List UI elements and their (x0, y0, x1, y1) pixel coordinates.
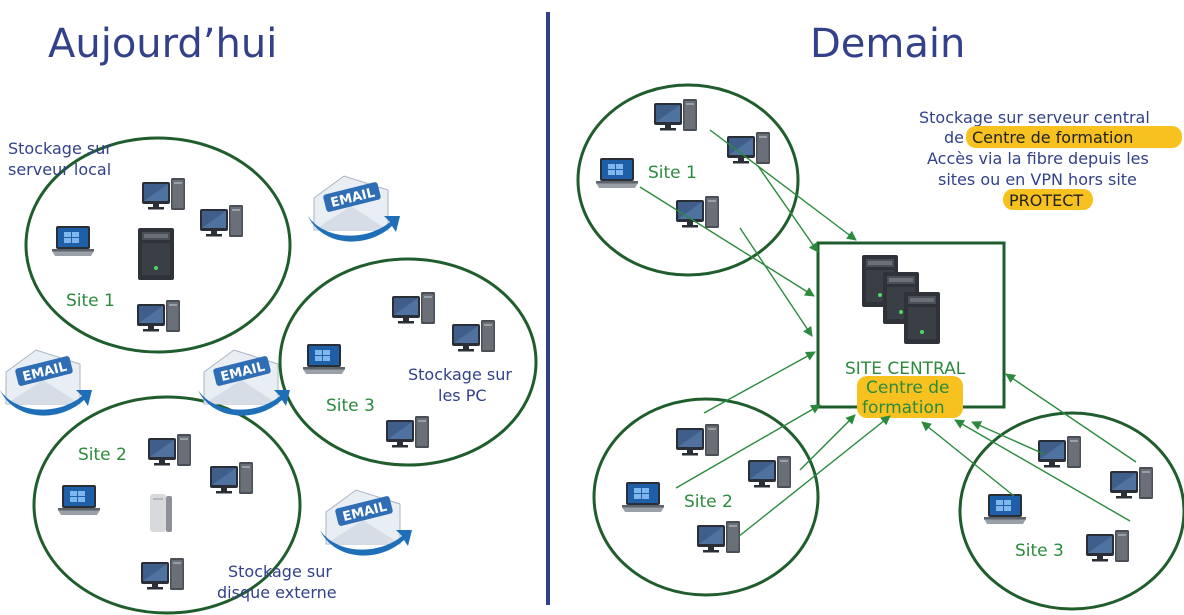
info-note-line2-prefix: de (944, 128, 964, 147)
tower-server-icon (138, 228, 174, 280)
highlight-marker (966, 126, 1182, 148)
email-envelope-icon: EMAIL (0, 349, 93, 417)
desktop-pc-icon (141, 558, 184, 590)
email-envelope-icon: EMAIL (197, 349, 291, 417)
desktop-pc-icon (452, 320, 495, 352)
storage-pc-line2: les PC (438, 386, 487, 405)
connection-arrow (737, 415, 891, 538)
desktop-pc-icon (142, 178, 185, 210)
right-site3-circle (958, 411, 1184, 611)
connection-arrow (703, 351, 816, 414)
highlight-marker (1003, 189, 1093, 210)
right-site1-label: Site 1 (648, 163, 697, 183)
site3-label: Site 3 (326, 396, 375, 416)
left-title: Aujourd’hui (48, 21, 277, 67)
tower-server-icon (904, 292, 940, 344)
right-title: Demain (810, 21, 965, 67)
email-envelope-icon: EMAIL (307, 175, 401, 243)
storage-local-line1: Stockage sur (8, 139, 112, 158)
desktop-pc-icon (748, 456, 791, 488)
desktop-pc-icon (386, 416, 429, 448)
connection-arrow (757, 165, 819, 253)
connection-arrow (954, 419, 1131, 522)
laptop-icon (984, 494, 1026, 524)
info-note-line4: sites ou en VPN hors site (938, 170, 1137, 189)
connection-arrow (639, 186, 815, 297)
connection-arrow (675, 404, 821, 489)
right-site2-label: Site 2 (684, 492, 733, 512)
desktop-pc-icon (137, 300, 180, 332)
site2-circle (32, 395, 302, 615)
info-note-line2-highlight: Centre de formation (972, 128, 1133, 147)
right-site1-circle (576, 83, 800, 277)
laptop-icon (596, 158, 638, 188)
connection-arrow (1005, 373, 1137, 463)
connection-arrow (739, 227, 813, 337)
highlight-marker (857, 376, 963, 418)
right-site2-circle (592, 397, 820, 597)
site3-circle (278, 257, 538, 467)
desktop-pc-icon (210, 462, 253, 494)
external-disk-icon (150, 494, 172, 532)
central-highlight-line1: Centre de (866, 378, 950, 398)
laptop-icon (52, 226, 94, 256)
desktop-pc-icon (392, 292, 435, 324)
central-site-title: SITE CENTRAL (845, 359, 966, 379)
desktop-pc-icon (148, 434, 191, 466)
info-note-line3: Accès via la fibre depuis les (927, 149, 1149, 168)
site2-label: Site 2 (78, 445, 127, 465)
info-note-line5-highlight: PROTECT (1009, 191, 1083, 210)
info-note-line1: Stockage sur serveur central (919, 108, 1150, 127)
desktop-pc-icon (1038, 436, 1081, 468)
desktop-pc-icon (1086, 530, 1129, 562)
desktop-pc-icon (1110, 467, 1153, 499)
storage-external-line2: disque externe (217, 583, 337, 602)
desktop-pc-icon (697, 521, 740, 553)
site1-label: Site 1 (66, 291, 115, 311)
right-site3-label: Site 3 (1015, 541, 1064, 561)
connection-arrow (709, 129, 857, 241)
storage-external-line1: Stockage sur (228, 562, 332, 581)
site1-circle (24, 136, 292, 354)
desktop-pc-icon (676, 424, 719, 456)
desktop-pc-icon (200, 205, 243, 237)
desktop-pc-icon (654, 99, 697, 131)
email-envelope-icon: EMAIL (319, 489, 413, 557)
laptop-icon (303, 344, 345, 374)
connection-arrow (921, 421, 1015, 497)
central-highlight-line2: formation (862, 398, 945, 418)
laptop-icon (58, 485, 100, 515)
storage-pc-line1: Stockage sur (408, 365, 512, 384)
connection-arrow (971, 421, 1045, 455)
laptop-icon (622, 482, 664, 512)
connection-arrow (799, 414, 856, 471)
storage-local-line2: serveur local (8, 160, 111, 179)
